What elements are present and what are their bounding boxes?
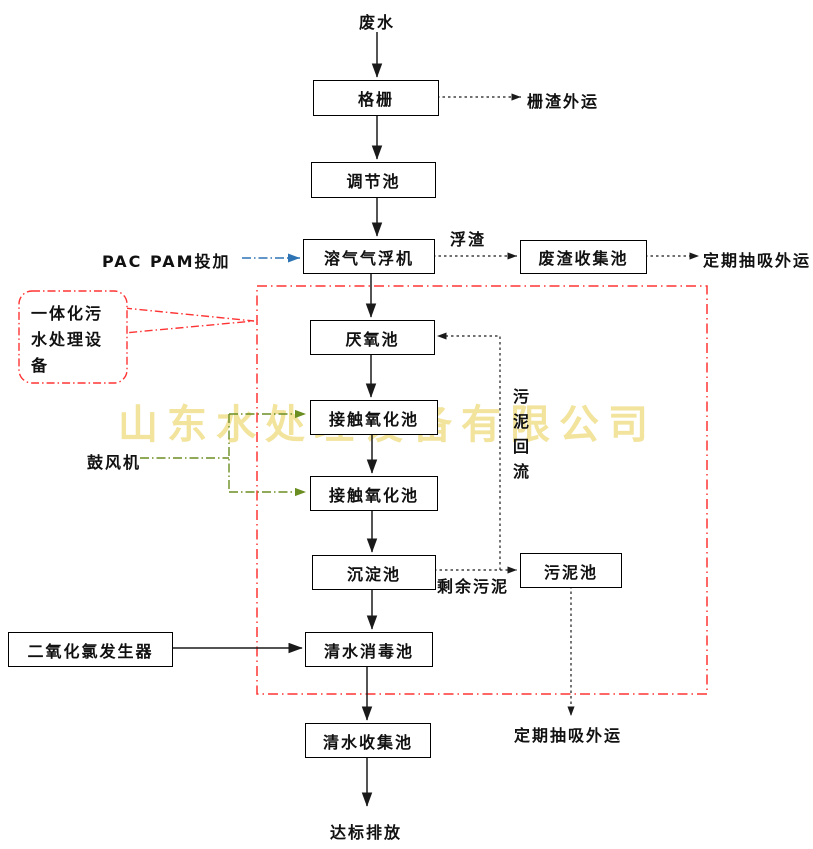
main-flow-arrows (171, 32, 383, 807)
node-sedimentation-tank: 沉淀池 (312, 555, 436, 590)
label-periodic-suction-bottom: 定期抽吸外运 (514, 726, 623, 745)
node-contact-oxidation-2: 接触氧化池 (310, 476, 438, 511)
label-periodic-suction-top: 定期抽吸外运 (703, 251, 812, 270)
node-contact-oxidation-1: 接触氧化池 (310, 400, 438, 435)
label-sludge-return: 污泥回流 (510, 388, 529, 488)
label-integrated-equipment: 一体化污水处理设备 (31, 304, 104, 375)
blower-arrows (140, 409, 306, 497)
dotted-arrows (433, 93, 699, 716)
node-clean-water-tank: 清水收集池 (305, 723, 431, 758)
label-blower: 鼓风机 (87, 453, 142, 472)
callout-tail (123, 307, 255, 334)
label-scum: 浮渣 (450, 230, 487, 249)
label-pac-pam-dosing: PAC PAM投加 (102, 252, 231, 271)
label-wastewater: 废水 (358, 13, 395, 32)
label-discharge: 达标排放 (330, 823, 403, 842)
sludge-return-line (437, 332, 501, 570)
callout-bubble (18, 290, 128, 384)
label-excess-sludge: 剩余污泥 (437, 577, 510, 596)
node-grille: 格栅 (313, 80, 439, 116)
label-screen-residue-out: 栅渣外运 (527, 92, 600, 111)
node-daf-machine: 溶气气浮机 (303, 239, 435, 274)
node-disinfection-tank: 清水消毒池 (305, 632, 433, 667)
node-clo2-generator: 二氧化氯发生器 (8, 632, 173, 667)
node-anaerobic-tank: 厌氧池 (310, 320, 435, 355)
node-sludge-tank: 污泥池 (520, 553, 622, 588)
node-regulating-tank: 调节池 (311, 162, 436, 198)
node-waste-collection-tank: 废渣收集池 (520, 240, 647, 274)
